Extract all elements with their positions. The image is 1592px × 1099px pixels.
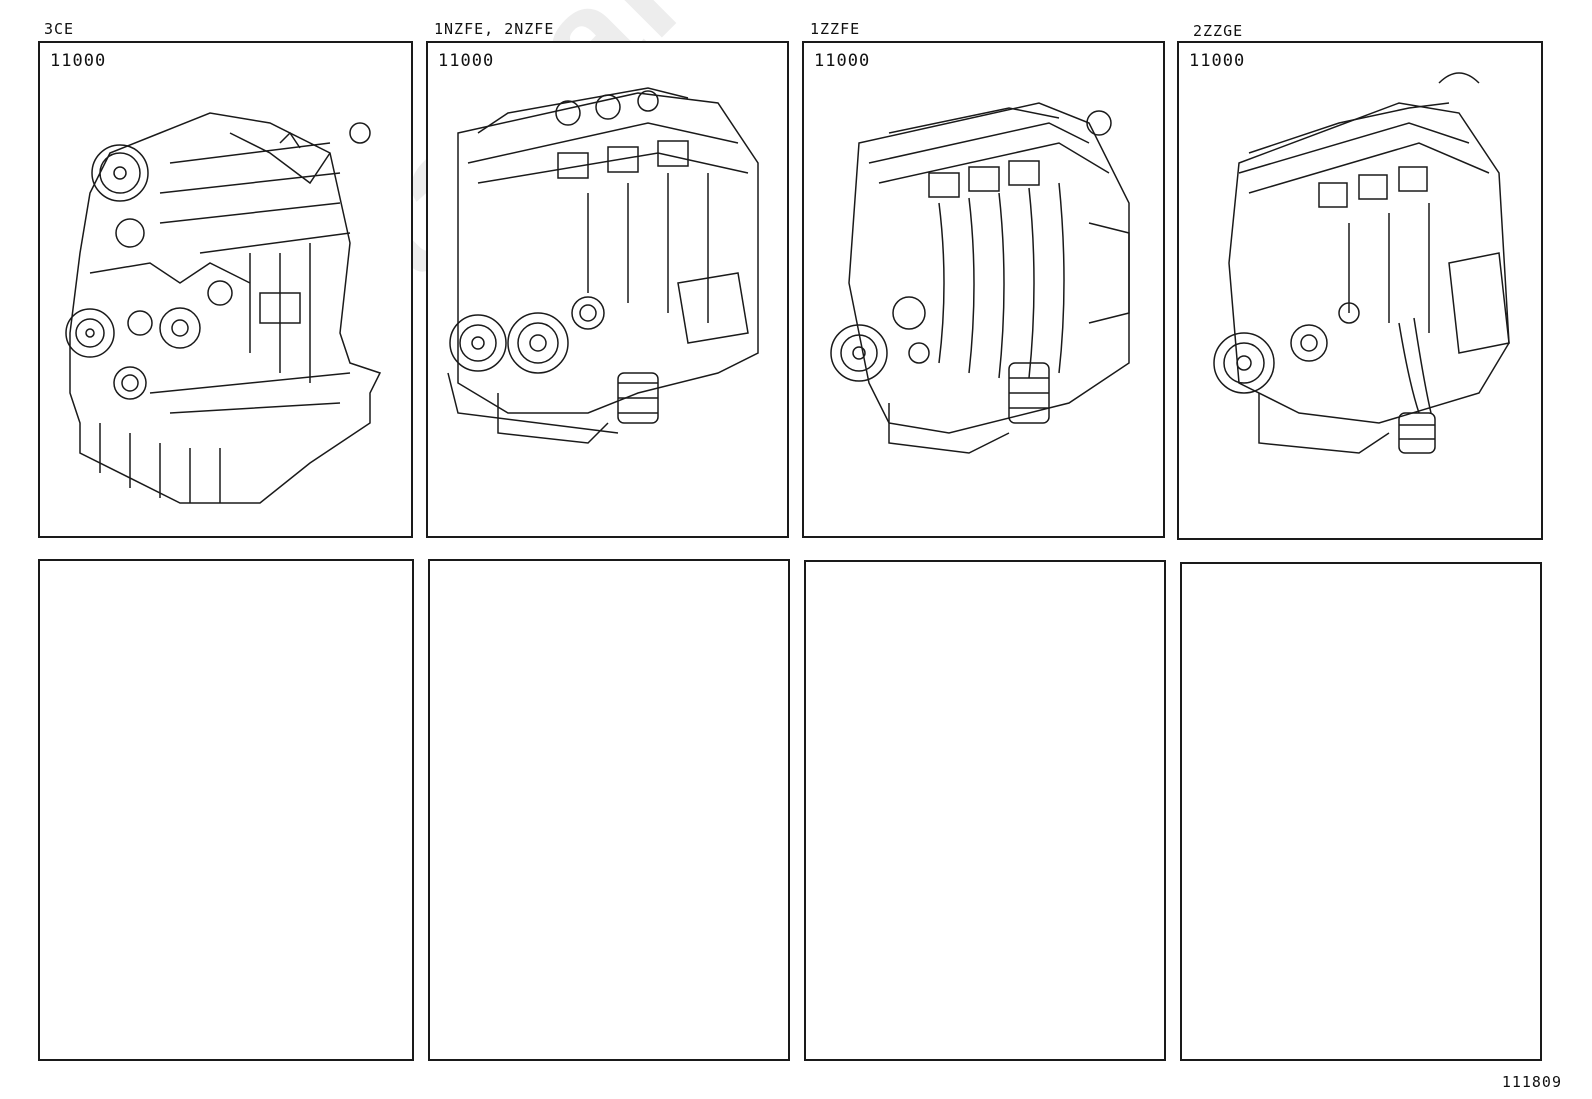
part-number: 11000 <box>1189 51 1246 71</box>
engine-label-1nzfe-2nzfe: 1NZFE, 2NZFE <box>434 20 555 38</box>
engine-panel-3ce[interactable]: 11000 <box>38 41 413 538</box>
engine-illustration-1nzfe-2nzfe <box>438 73 778 453</box>
empty-panel-1 <box>38 559 414 1061</box>
engine-illustration-3ce <box>50 93 400 513</box>
empty-panel-4 <box>1180 562 1542 1061</box>
empty-panel-2 <box>428 559 790 1061</box>
part-number: 11000 <box>50 51 107 71</box>
part-number: 11000 <box>814 51 871 71</box>
engine-illustration-2zzge <box>1199 63 1529 473</box>
engine-panel-1nzfe-2nzfe[interactable]: 11000 <box>426 41 789 538</box>
empty-panel-3 <box>804 560 1166 1061</box>
engine-illustration-1zzfe <box>829 83 1149 463</box>
engine-label-1zzfe: 1ZZFE <box>810 20 861 38</box>
engine-label-2zzge: 2ZZGE <box>1193 22 1244 40</box>
engine-panel-1zzfe[interactable]: 11000 <box>802 41 1165 538</box>
reference-code: 111809 <box>1501 1073 1562 1091</box>
part-number: 11000 <box>438 51 495 71</box>
engine-label-3ce: 3CE <box>44 20 75 38</box>
engine-panel-2zzge[interactable]: 11000 <box>1177 41 1543 540</box>
